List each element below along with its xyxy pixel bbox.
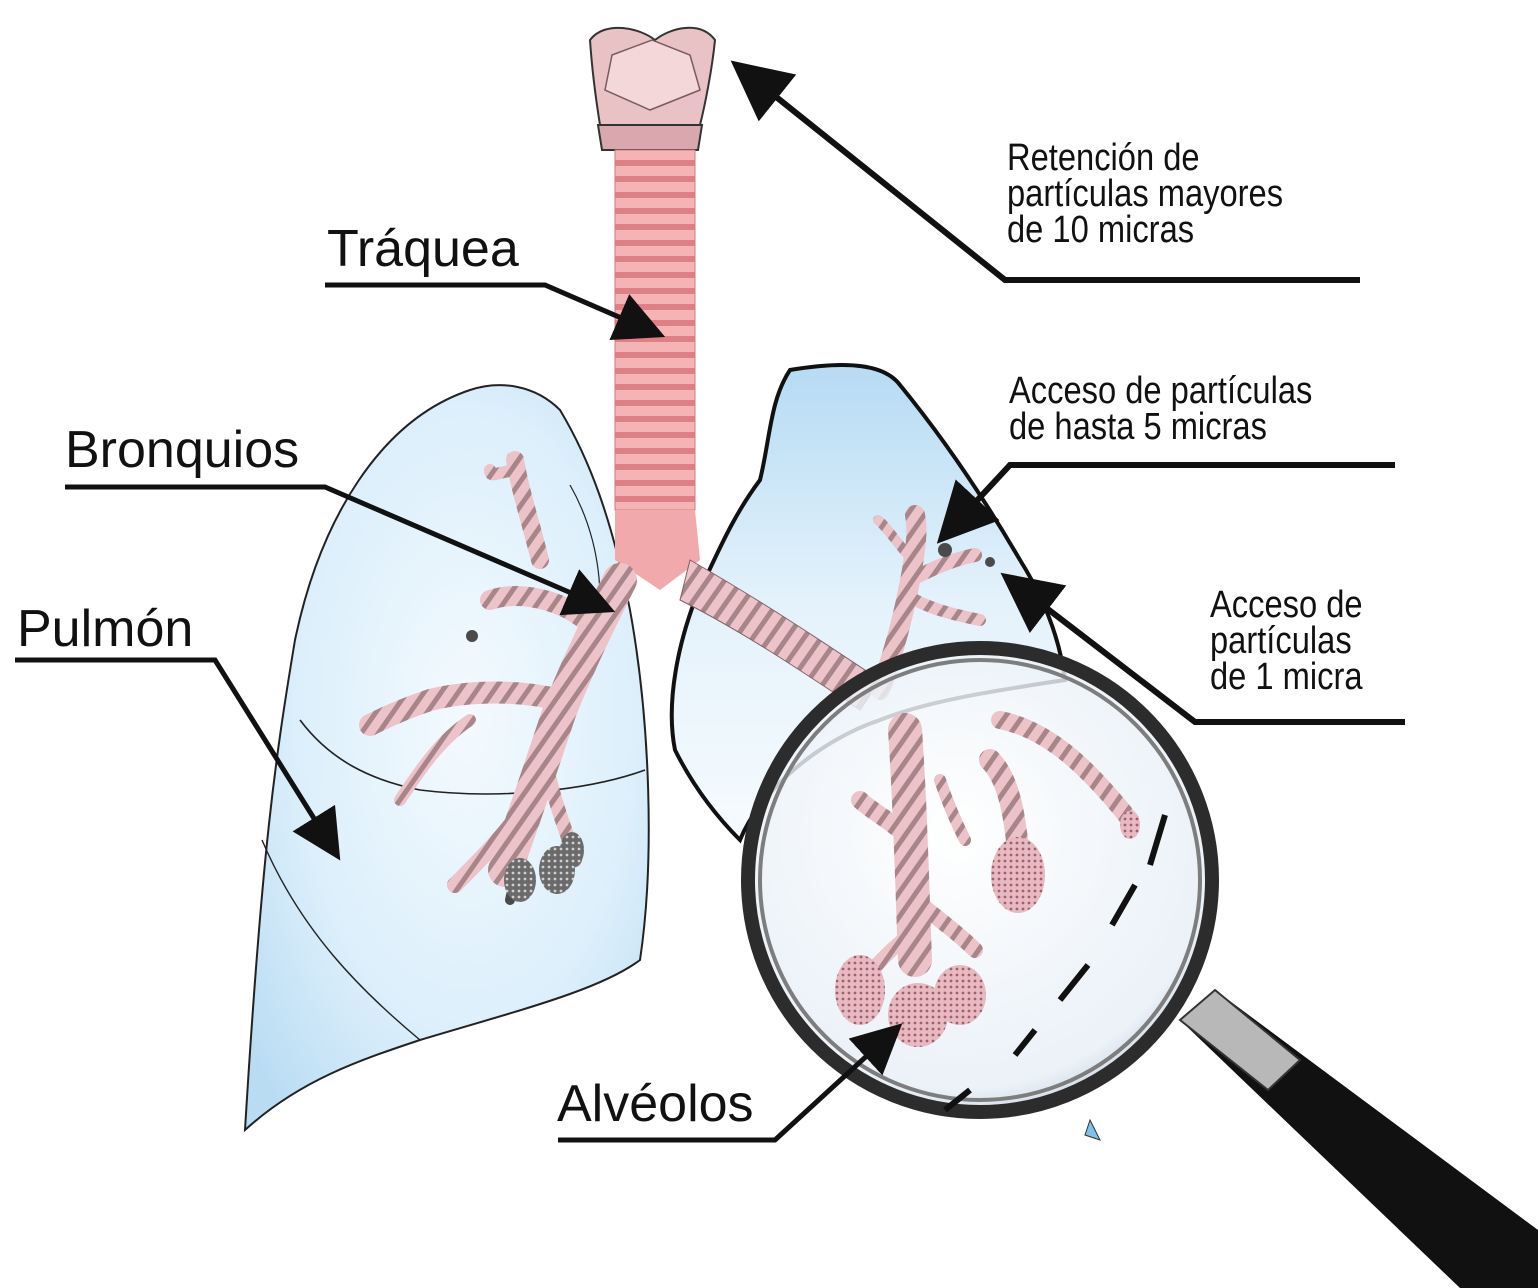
- label-bronquios: Bronquios: [65, 424, 299, 476]
- trachea: [590, 28, 715, 590]
- arrow-icon: [325, 285, 656, 333]
- label-retencion-line-3: de 10 micras: [1007, 212, 1283, 248]
- label-alveolos: Alvéolos: [557, 1078, 754, 1130]
- label-acceso-5-micras: Acceso de partículas de hasta 5 micras: [1009, 373, 1312, 445]
- label-acceso-1-line-3: de 1 micra: [1210, 659, 1363, 695]
- label-acceso-5-line-1: Acceso de partículas: [1009, 373, 1312, 409]
- label-acceso-5-line-2: de hasta 5 micras: [1009, 409, 1312, 445]
- arrow-icon: [945, 465, 1395, 535]
- label-acceso-1-line-2: partículas: [1210, 623, 1363, 659]
- left-lung: [245, 385, 649, 1130]
- label-acceso-1-micra: Acceso de partículas de 1 micra: [1210, 587, 1363, 695]
- label-traquea: Tráquea: [327, 223, 519, 275]
- label-retencion: Retención de partículas mayores de 10 mi…: [1007, 140, 1283, 248]
- label-retencion-line-2: partículas mayores: [1007, 176, 1283, 212]
- label-retencion-line-1: Retención de: [1007, 140, 1283, 176]
- label-pulmon: Pulmón: [17, 603, 193, 655]
- magnifying-glass-icon: [748, 648, 1538, 1288]
- label-acceso-1-line-1: Acceso de: [1210, 587, 1363, 623]
